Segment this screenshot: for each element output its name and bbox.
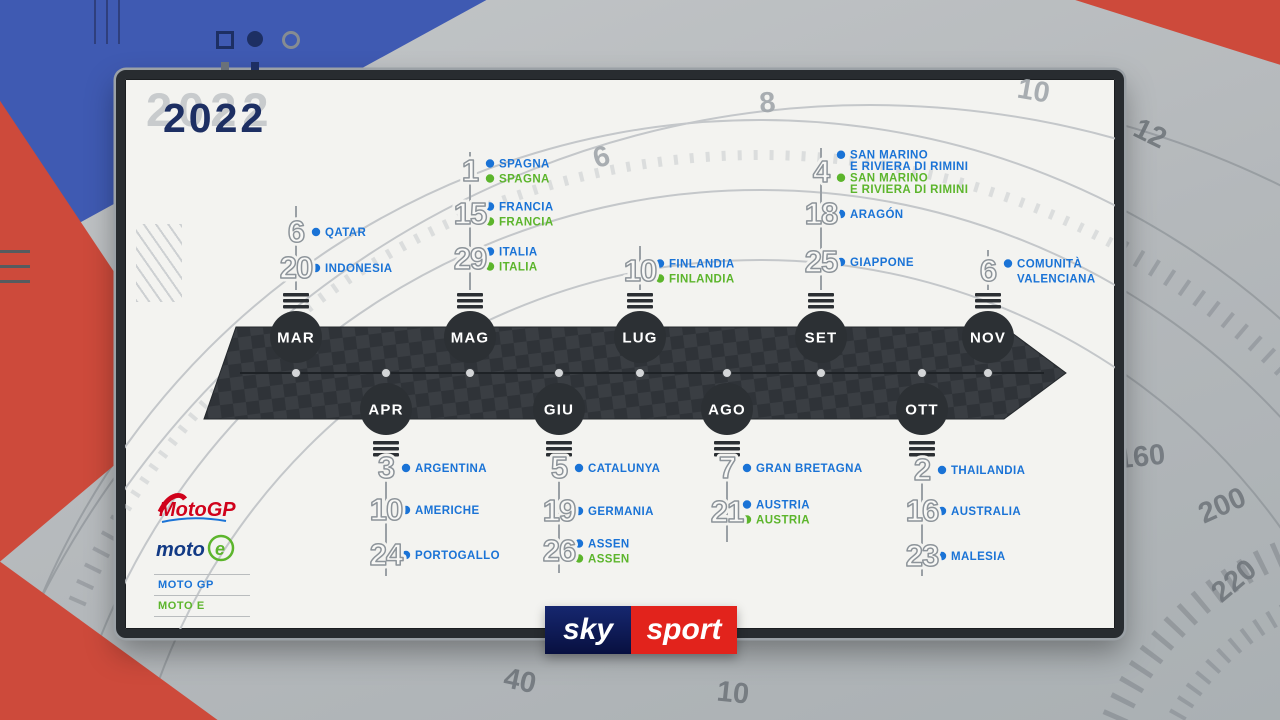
legend-motogp-label: MOTO GP	[158, 579, 214, 591]
square-outline-decoration	[216, 31, 234, 49]
speedometer-number: 220	[1205, 553, 1263, 609]
sport-logo-box: sport	[631, 606, 737, 654]
motoe-logo-moto: moto	[156, 539, 205, 561]
sky-sport-logo: sky sport	[545, 606, 737, 654]
legend-motoe-label: MOTO E	[158, 600, 205, 612]
edge-hash-marks	[0, 250, 30, 286]
year-title: 2022	[163, 95, 267, 141]
filled-circle-decoration	[247, 31, 263, 47]
legend-divider	[154, 595, 250, 596]
legend-divider	[154, 616, 250, 617]
panel-hash-marks	[136, 224, 182, 302]
corner-tick-marks	[94, 0, 122, 44]
circle-outline-decoration	[282, 31, 300, 49]
tv-frame	[116, 70, 1124, 638]
speedometer-number: 40	[501, 662, 539, 700]
speedometer-number: 10	[715, 675, 750, 710]
motoe-logo-e: e	[215, 539, 225, 559]
legend-divider	[154, 574, 250, 575]
motogp-logo-text: MotoGP	[159, 499, 236, 521]
sky-logo-box: sky	[545, 606, 631, 654]
motogp-logo: MotoGP	[157, 493, 236, 523]
legend: MotoGP moto e MOTO GP MOTO E	[154, 486, 264, 620]
speedometer-number: 12	[1128, 112, 1171, 155]
motoe-logo: moto e	[156, 534, 235, 562]
mini-square-decoration	[251, 62, 259, 70]
year-title-ghost: 2022	[146, 83, 275, 136]
speedometer-number: 200	[1194, 481, 1251, 530]
mini-square-decoration	[221, 62, 229, 70]
